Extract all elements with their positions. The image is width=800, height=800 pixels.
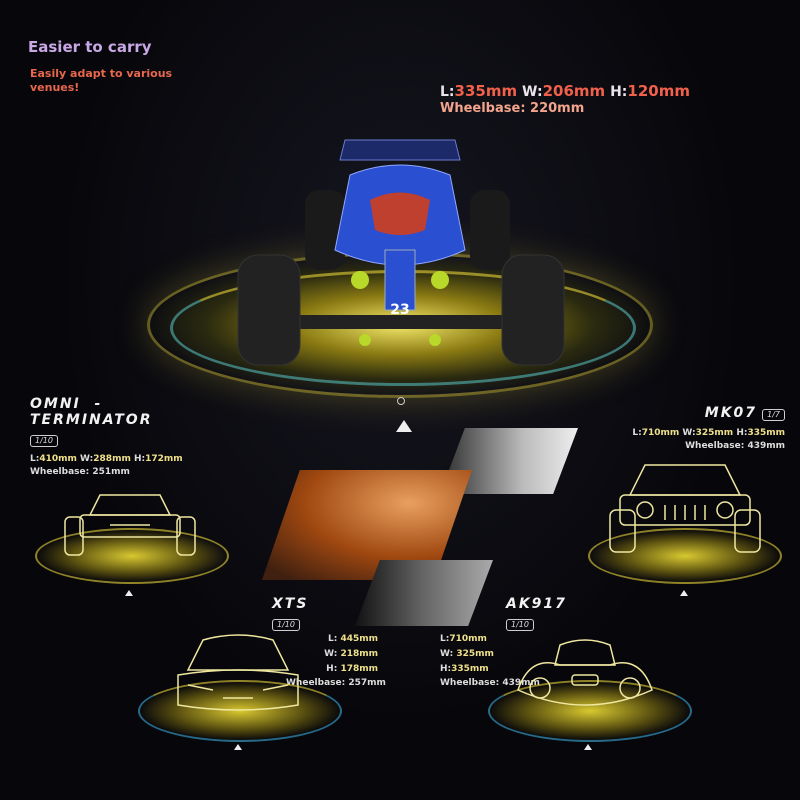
model-name: OMNI - (30, 396, 103, 412)
width: 288mm (93, 454, 131, 464)
h-label: H: (440, 664, 452, 674)
w-label: W: (682, 428, 696, 438)
mk07-pointer-icon (680, 590, 688, 596)
model-ak917: AK917 1/10 (506, 596, 567, 631)
model-xts: XTS 1/10 (272, 596, 308, 631)
w-label: W: (440, 649, 454, 659)
height: 178mm (340, 664, 378, 674)
length-label: L: (440, 84, 455, 100)
height: 335mm (451, 664, 489, 674)
width-label: W: (521, 84, 543, 100)
main-height: 120mm (627, 82, 690, 100)
h-label: H: (326, 664, 338, 674)
xts-outline (177, 634, 299, 711)
ak917-outline (517, 639, 653, 706)
dimensions: L:410mm W:288mm H:172mm (30, 453, 183, 466)
ak917-pointer-icon (584, 744, 592, 750)
main-car-dimensions: L:335mm W:206mm H:120mm (440, 82, 690, 100)
l-label: L: (327, 634, 338, 644)
width: 218mm (340, 649, 378, 659)
h-label: H: (736, 428, 748, 438)
center-pointer-icon (396, 420, 412, 432)
model-name-line2: TERMINATOR (30, 412, 153, 428)
length: 710mm (641, 428, 680, 438)
l-label: L: (30, 454, 40, 464)
headline: Easier to carry (28, 38, 152, 56)
photo-track (355, 560, 493, 626)
wheelbase: Wheelbase: 257mm (286, 678, 386, 688)
model-name: XTS (272, 596, 309, 612)
width: 325mm (456, 649, 494, 659)
model-name: MK07 (704, 405, 758, 421)
scale-badge: 1/7 (762, 409, 785, 421)
l-label: L: (440, 634, 450, 644)
model-mk07: MK07 1/7 L:710mm W:325mm H:335mm Wheelba… (620, 402, 785, 453)
width: 325mm (695, 428, 734, 438)
height: 335mm (747, 428, 785, 438)
main-length: 335mm (454, 82, 518, 100)
length: 445mm (340, 634, 378, 644)
xts-pointer-icon (234, 744, 242, 750)
ak917-specs: L:710mm W: 325mm H:335mm Wheelbase: 439m… (440, 632, 540, 690)
mk07-platform (588, 528, 782, 584)
main-car-image: 23 (237, 139, 565, 366)
wheelbase: Wheelbase: 439mm (685, 441, 785, 451)
wheelbase: Wheelbase: 439mm (440, 678, 540, 688)
h-label: H: (133, 454, 146, 464)
scale-badge: 1/10 (272, 619, 300, 631)
scale-badge: 1/10 (506, 619, 534, 631)
main-wheelbase: Wheelbase: 220mm (440, 101, 585, 116)
main-width: 206mm (542, 82, 606, 100)
model-omni-terminator: OMNI - TERMINATOR 1/10 L:410mm W:288mm H… (30, 396, 183, 479)
xts-platform (138, 680, 342, 742)
xts-specs: L: 445mm W: 218mm H: 178mm Wheelbase: 25… (286, 632, 386, 690)
main-platform-dot (397, 397, 405, 405)
length: 710mm (449, 634, 487, 644)
w-label: W: (80, 454, 94, 464)
length: 410mm (39, 454, 77, 464)
scale-badge: 1/10 (30, 435, 58, 447)
ak917-platform (488, 680, 692, 742)
car-number-logo: 23 (390, 302, 409, 318)
mk07-outline (609, 464, 761, 553)
w-label: W: (324, 649, 338, 659)
dimensions: L:710mm W:325mm H:335mm (620, 427, 785, 440)
subheadline: Easily adapt to various venues! (30, 67, 173, 94)
height: 172mm (145, 454, 183, 464)
omni-pointer-icon (125, 590, 133, 596)
l-label: L: (632, 428, 642, 438)
omni-terminator-outline (64, 494, 196, 556)
model-name: AK917 (506, 596, 567, 612)
height-label: H: (610, 84, 628, 100)
wheelbase: Wheelbase: 251mm (30, 467, 130, 477)
